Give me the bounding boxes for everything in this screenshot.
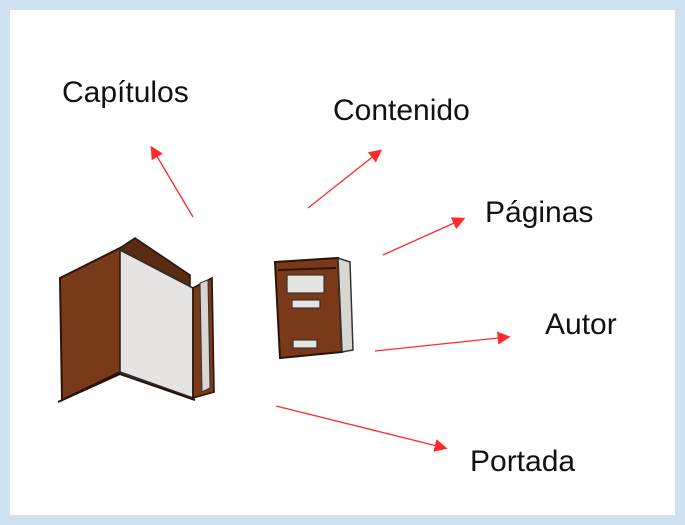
arrow-autor	[374, 331, 511, 352]
arrow-portada	[275, 405, 448, 452]
label-paginas: Páginas	[485, 196, 594, 229]
small-book-icon	[273, 256, 354, 360]
label-capitulos: Capítulos	[62, 76, 189, 109]
label-portada: Portada	[470, 445, 576, 478]
arrow-contenido	[307, 149, 383, 209]
label-autor: Autor	[545, 308, 617, 341]
open-book-icon	[57, 237, 215, 403]
arrow-capitulos	[150, 145, 194, 218]
label-contenido: Contenido	[333, 94, 470, 127]
arrow-paginas	[382, 217, 466, 256]
